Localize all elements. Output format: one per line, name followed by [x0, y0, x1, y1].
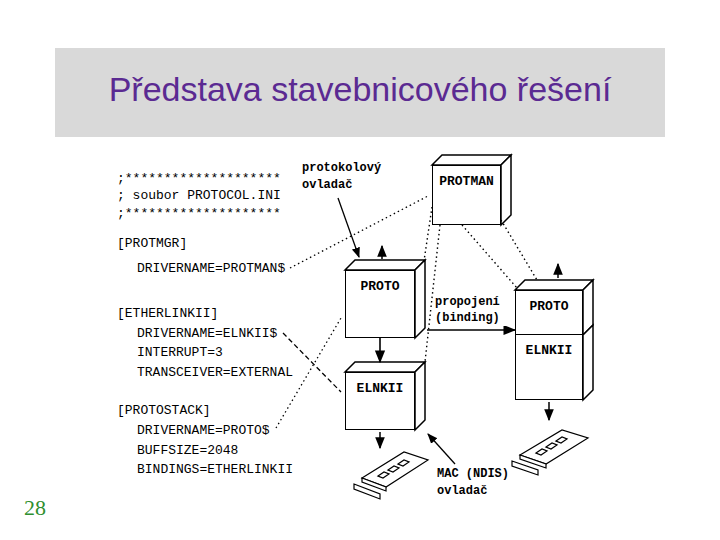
arrow-connector — [379, 338, 381, 362]
chip — [556, 437, 567, 443]
box-top-face — [432, 155, 511, 165]
leader-line — [283, 333, 341, 392]
config-line: TRANSCEIVER=EXTERNAL — [137, 365, 293, 381]
chip — [378, 472, 389, 478]
box-side-face — [415, 362, 425, 430]
slide-title: Představa stavebnicového řešení — [55, 70, 665, 109]
dotted-connector — [424, 207, 432, 261]
config-line: ; soubor PROTOCOL.INI — [117, 188, 281, 204]
chip — [388, 466, 399, 472]
config-line: DRIVERNAME=ELNKII$ — [137, 326, 277, 342]
title-band: Představa stavebnicového řešení — [55, 48, 665, 137]
box-label: PROTO — [360, 279, 399, 294]
driver-box: ELNKII — [515, 335, 583, 400]
config-line: [PROTMGR] — [117, 236, 187, 252]
callout-arrow — [428, 434, 455, 464]
box-top-face — [515, 280, 593, 290]
config-line: BINDINGS=ETHERLINKII — [137, 462, 293, 478]
box-side-face — [501, 155, 511, 225]
flow-arrow — [379, 432, 381, 448]
config-line: BUFFSIZE=2048 — [137, 443, 238, 459]
config-line: [ETHERLINKII] — [117, 306, 218, 322]
edge-label: propojení (binding) — [435, 294, 507, 326]
box-label: PROTO — [529, 299, 568, 314]
config-line: INTERRUPT=3 — [137, 345, 223, 361]
box-label: PROTMAN — [439, 174, 494, 189]
box-side-face — [415, 260, 425, 338]
config-line: ;******************** — [117, 206, 281, 222]
page-number: 28 — [24, 500, 46, 516]
dotted-connector — [462, 225, 517, 288]
callout-text: protokolový ovladač — [302, 160, 394, 194]
driver-box: ELNKII — [345, 372, 415, 430]
driver-box: PROTO — [345, 270, 415, 338]
config-line: ;******************** — [117, 171, 281, 187]
flow-arrow — [381, 246, 383, 259]
callout-arrow — [338, 198, 359, 257]
config-line: DRIVERNAME=PROTO$ — [137, 423, 270, 439]
box-side-face — [583, 325, 593, 400]
config-line: [PROTOSTACK] — [117, 403, 211, 419]
arrow-connector — [427, 329, 515, 331]
dotted-connector — [501, 220, 537, 280]
config-line: DRIVERNAME=PROTMAN$ — [137, 261, 285, 277]
box-label: ELNKII — [526, 343, 573, 358]
box-top-face — [345, 362, 425, 372]
chip — [398, 460, 409, 466]
flow-arrow — [548, 402, 550, 420]
chip — [546, 443, 557, 449]
leader-line — [290, 196, 428, 268]
network-card — [512, 430, 588, 475]
driver-box: PROTO — [515, 290, 583, 335]
driver-box: PROTMAN — [432, 165, 501, 225]
box-label: ELNKII — [357, 381, 404, 396]
box-top-face — [345, 260, 425, 270]
network-card — [354, 452, 428, 499]
flow-arrow — [557, 264, 559, 278]
chip — [536, 449, 547, 455]
callout-text: MAC (NDIS) ovladač — [437, 466, 529, 500]
